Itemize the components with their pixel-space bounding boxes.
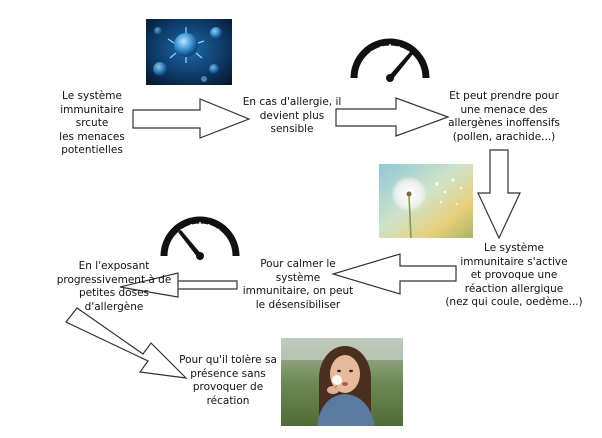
arrow-left-2 [119,272,238,298]
arrow-right-1 [132,98,251,139]
arrow-left-1 [330,253,457,295]
virus-image [146,19,232,85]
woman-image [281,338,403,426]
dandelion-image [379,164,473,238]
arrow-right-2 [335,97,450,137]
arrow-down [477,149,521,240]
arrow-diagonal [65,307,188,379]
gauge-low-icon [158,216,242,260]
gauge-high-icon [348,38,432,82]
